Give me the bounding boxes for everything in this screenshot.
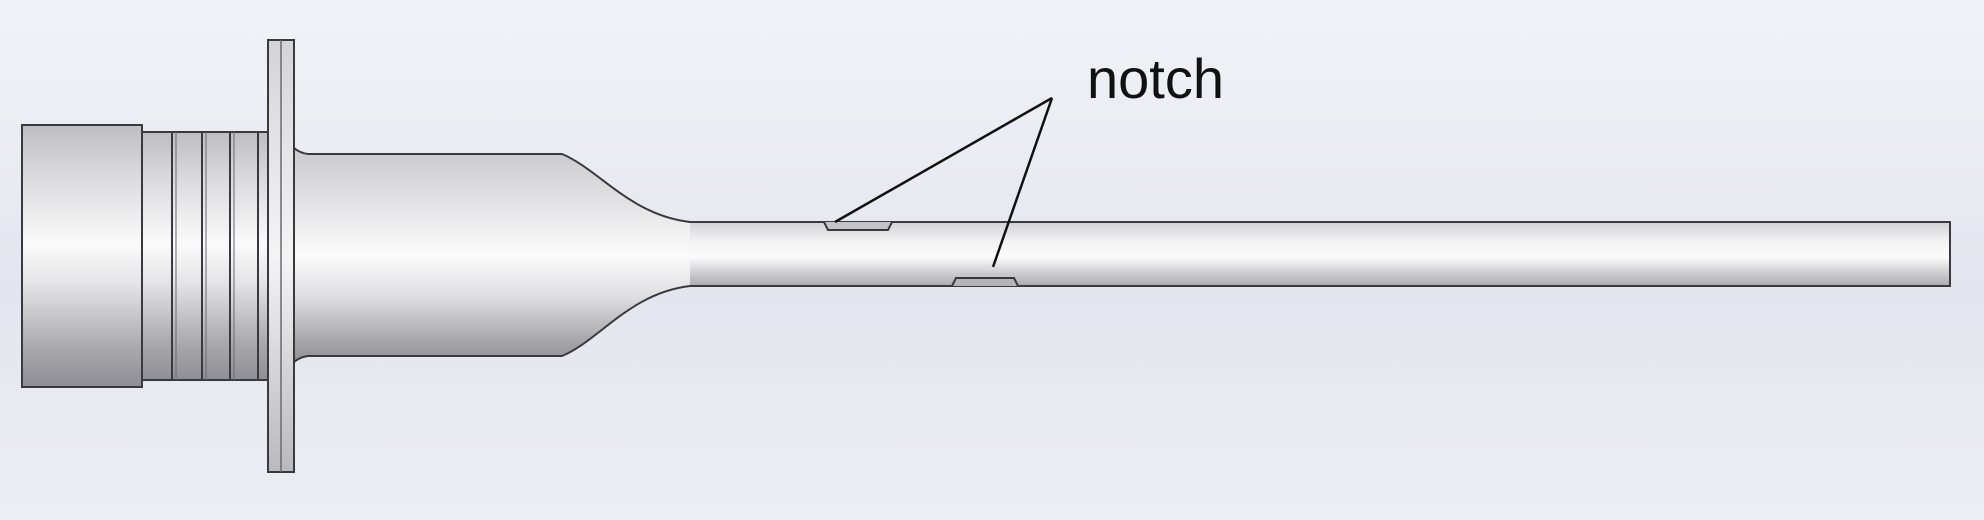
leader-line-upper — [834, 96, 1053, 224]
upper-notch — [823, 221, 893, 231]
notch-label: notch — [1087, 47, 1224, 110]
leader-line-lower — [991, 97, 1054, 268]
flange-disk — [267, 39, 295, 473]
grooved-collar — [141, 131, 271, 381]
shaft — [690, 223, 1949, 285]
end-cap — [21, 124, 143, 388]
lower-notch — [951, 277, 1019, 287]
